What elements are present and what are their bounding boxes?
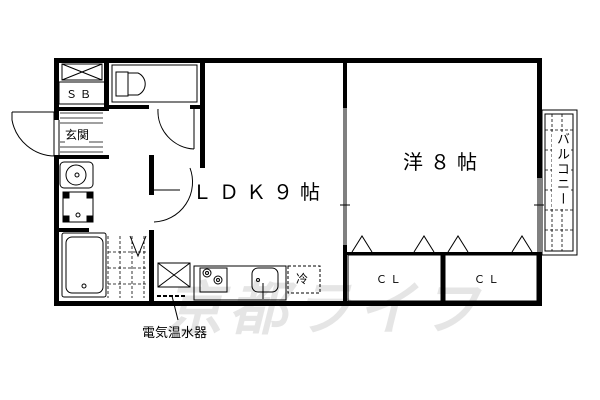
closet-label-2: ＣＬ [474, 273, 502, 286]
storage-label: ＳＢ [66, 88, 94, 101]
ldk-label: ＬＤＫ９帖 [192, 180, 327, 204]
closet-label-1: ＣＬ [376, 273, 404, 286]
balcony-label: バルコニー [552, 132, 571, 207]
entrance-label: 玄関 [65, 126, 90, 143]
fridge-label: 冷 [296, 272, 309, 286]
western-room-label: 洋８帖 [403, 150, 484, 174]
water-heater-label: 電気温水器 [142, 326, 208, 341]
watermark: 京都ライフ [165, 275, 486, 343]
